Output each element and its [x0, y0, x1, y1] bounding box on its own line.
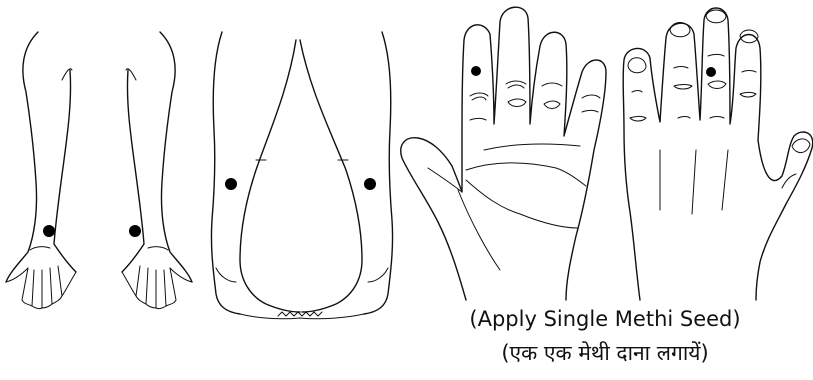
leg-point-right: [364, 178, 376, 190]
arm-point-right: [129, 225, 141, 237]
back-of-hand-point: [706, 67, 716, 77]
left-arm: [6, 32, 76, 309]
palm-point: [471, 66, 481, 76]
caption-english: (Apply Single Methi Seed): [445, 307, 765, 331]
arm-point-left: [43, 225, 55, 237]
caption-hindi: (एक एक मेथी दाना लगायें): [445, 339, 765, 367]
arms-figure: [6, 32, 192, 309]
right-arm: [122, 32, 192, 309]
back-of-hand-figure: [623, 8, 813, 300]
palm-figure: [401, 7, 606, 300]
leg-point-left: [225, 178, 237, 190]
legs-figure: [211, 32, 392, 319]
